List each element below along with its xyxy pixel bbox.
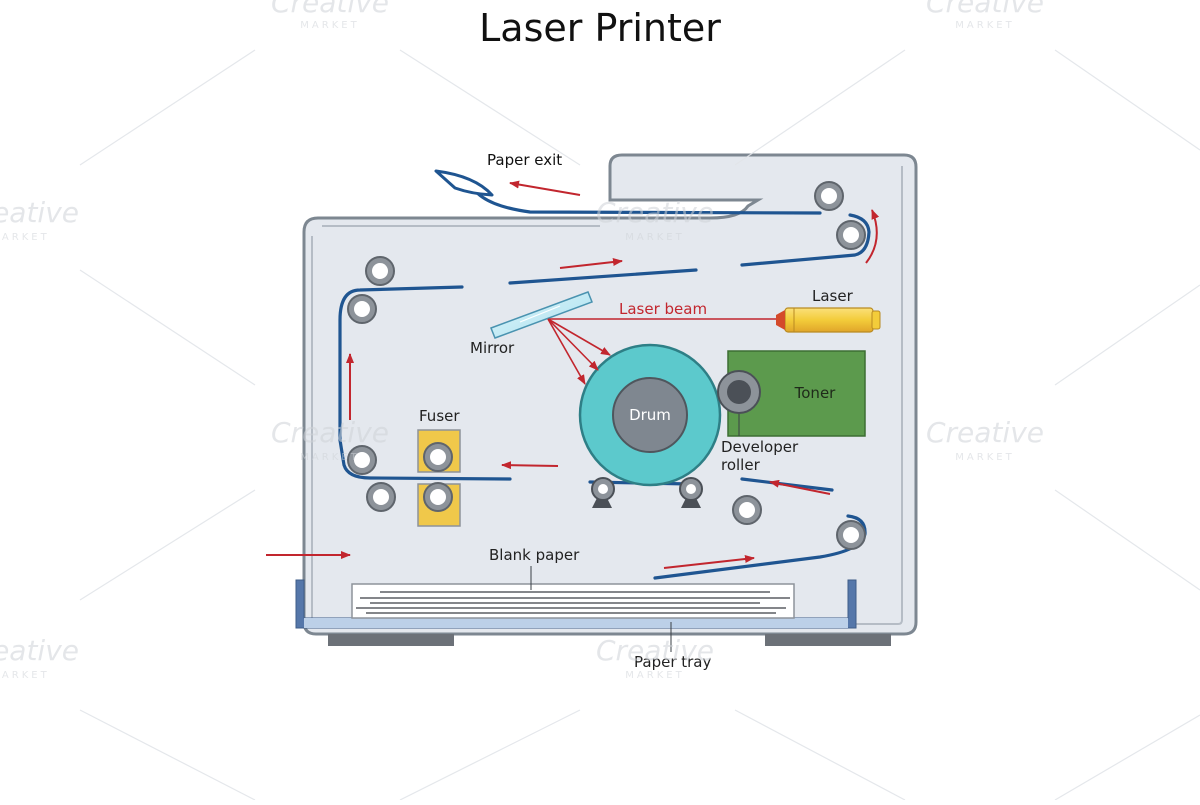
roller — [836, 220, 866, 250]
svg-text:MARKET: MARKET — [625, 232, 684, 243]
label-developer-roller-line1: Developer — [721, 438, 799, 456]
watermark: Creative MARKET — [0, 634, 79, 681]
watermark-lines — [79, 49, 1200, 801]
label-fuser: Fuser — [419, 407, 460, 425]
transfer-roller-left — [591, 477, 615, 508]
roller — [836, 520, 866, 550]
paper-tray-inner — [304, 618, 848, 628]
watermark: Creative MARKET — [271, 416, 389, 463]
svg-text:Creative: Creative — [0, 634, 79, 667]
developer-roller — [717, 370, 761, 436]
svg-text:MARKET: MARKET — [625, 670, 684, 681]
watermark: Creative MARKET — [0, 196, 79, 243]
watermark: Creative MARKET — [596, 196, 714, 243]
svg-text:Creative: Creative — [596, 634, 714, 667]
printer-foot-left — [328, 634, 454, 646]
svg-text:MARKET: MARKET — [300, 452, 359, 463]
laser-device — [776, 307, 881, 333]
arrow-curve-right — [865, 209, 880, 264]
label-developer-roller-line2: roller — [721, 456, 761, 474]
watermark: Creative MARKET — [926, 0, 1044, 31]
arrow-top — [559, 258, 623, 269]
watermark: Creative MARKET — [926, 416, 1044, 463]
label-blank-paper: Blank paper — [489, 546, 580, 564]
roller — [347, 294, 377, 324]
label-laser: Laser — [812, 287, 854, 305]
label-mirror: Mirror — [470, 339, 515, 357]
svg-text:Creative: Creative — [926, 0, 1044, 19]
page-title: Laser Printer — [479, 6, 721, 50]
roller — [732, 495, 762, 525]
label-paper-exit: Paper exit — [487, 151, 562, 169]
arrow-exit — [509, 180, 581, 196]
roller — [347, 445, 377, 475]
arrow-to-drum — [769, 479, 831, 495]
svg-text:Creative: Creative — [926, 416, 1044, 449]
reflected-beams — [547, 318, 611, 385]
arrow-feed — [663, 555, 755, 569]
drum — [578, 343, 722, 487]
label-drum: Drum — [629, 406, 671, 424]
svg-text:MARKET: MARKET — [0, 670, 50, 681]
mirror — [490, 291, 593, 339]
rollers — [347, 181, 866, 550]
label-toner: Toner — [794, 384, 837, 402]
flow-arrows — [266, 180, 880, 569]
paper-exit-sheet — [434, 169, 494, 197]
label-paper-tray: Paper tray — [634, 653, 711, 671]
svg-text:MARKET: MARKET — [300, 20, 359, 31]
watermark: Creative MARKET — [596, 634, 714, 681]
roller — [365, 256, 395, 286]
fuser-unit — [417, 429, 461, 527]
watermarks: Creative MARKET Creative MARKET Creative… — [0, 0, 1044, 681]
svg-text:Creative: Creative — [0, 196, 79, 229]
svg-text:Creative: Creative — [596, 196, 714, 229]
transfer-roller-right — [679, 477, 703, 508]
svg-text:MARKET: MARKET — [0, 232, 50, 243]
svg-text:MARKET: MARKET — [955, 20, 1014, 31]
roller — [814, 181, 844, 211]
svg-text:Creative: Creative — [271, 416, 389, 449]
roller — [366, 482, 396, 512]
label-laser-beam: Laser beam — [619, 300, 707, 318]
arrow-to-fuser — [501, 461, 559, 470]
watermark: Creative MARKET — [271, 0, 389, 31]
printer-foot-right — [765, 634, 891, 646]
svg-text:Creative: Creative — [271, 0, 389, 19]
blank-paper-stack — [351, 583, 795, 619]
svg-text:MARKET: MARKET — [955, 452, 1014, 463]
